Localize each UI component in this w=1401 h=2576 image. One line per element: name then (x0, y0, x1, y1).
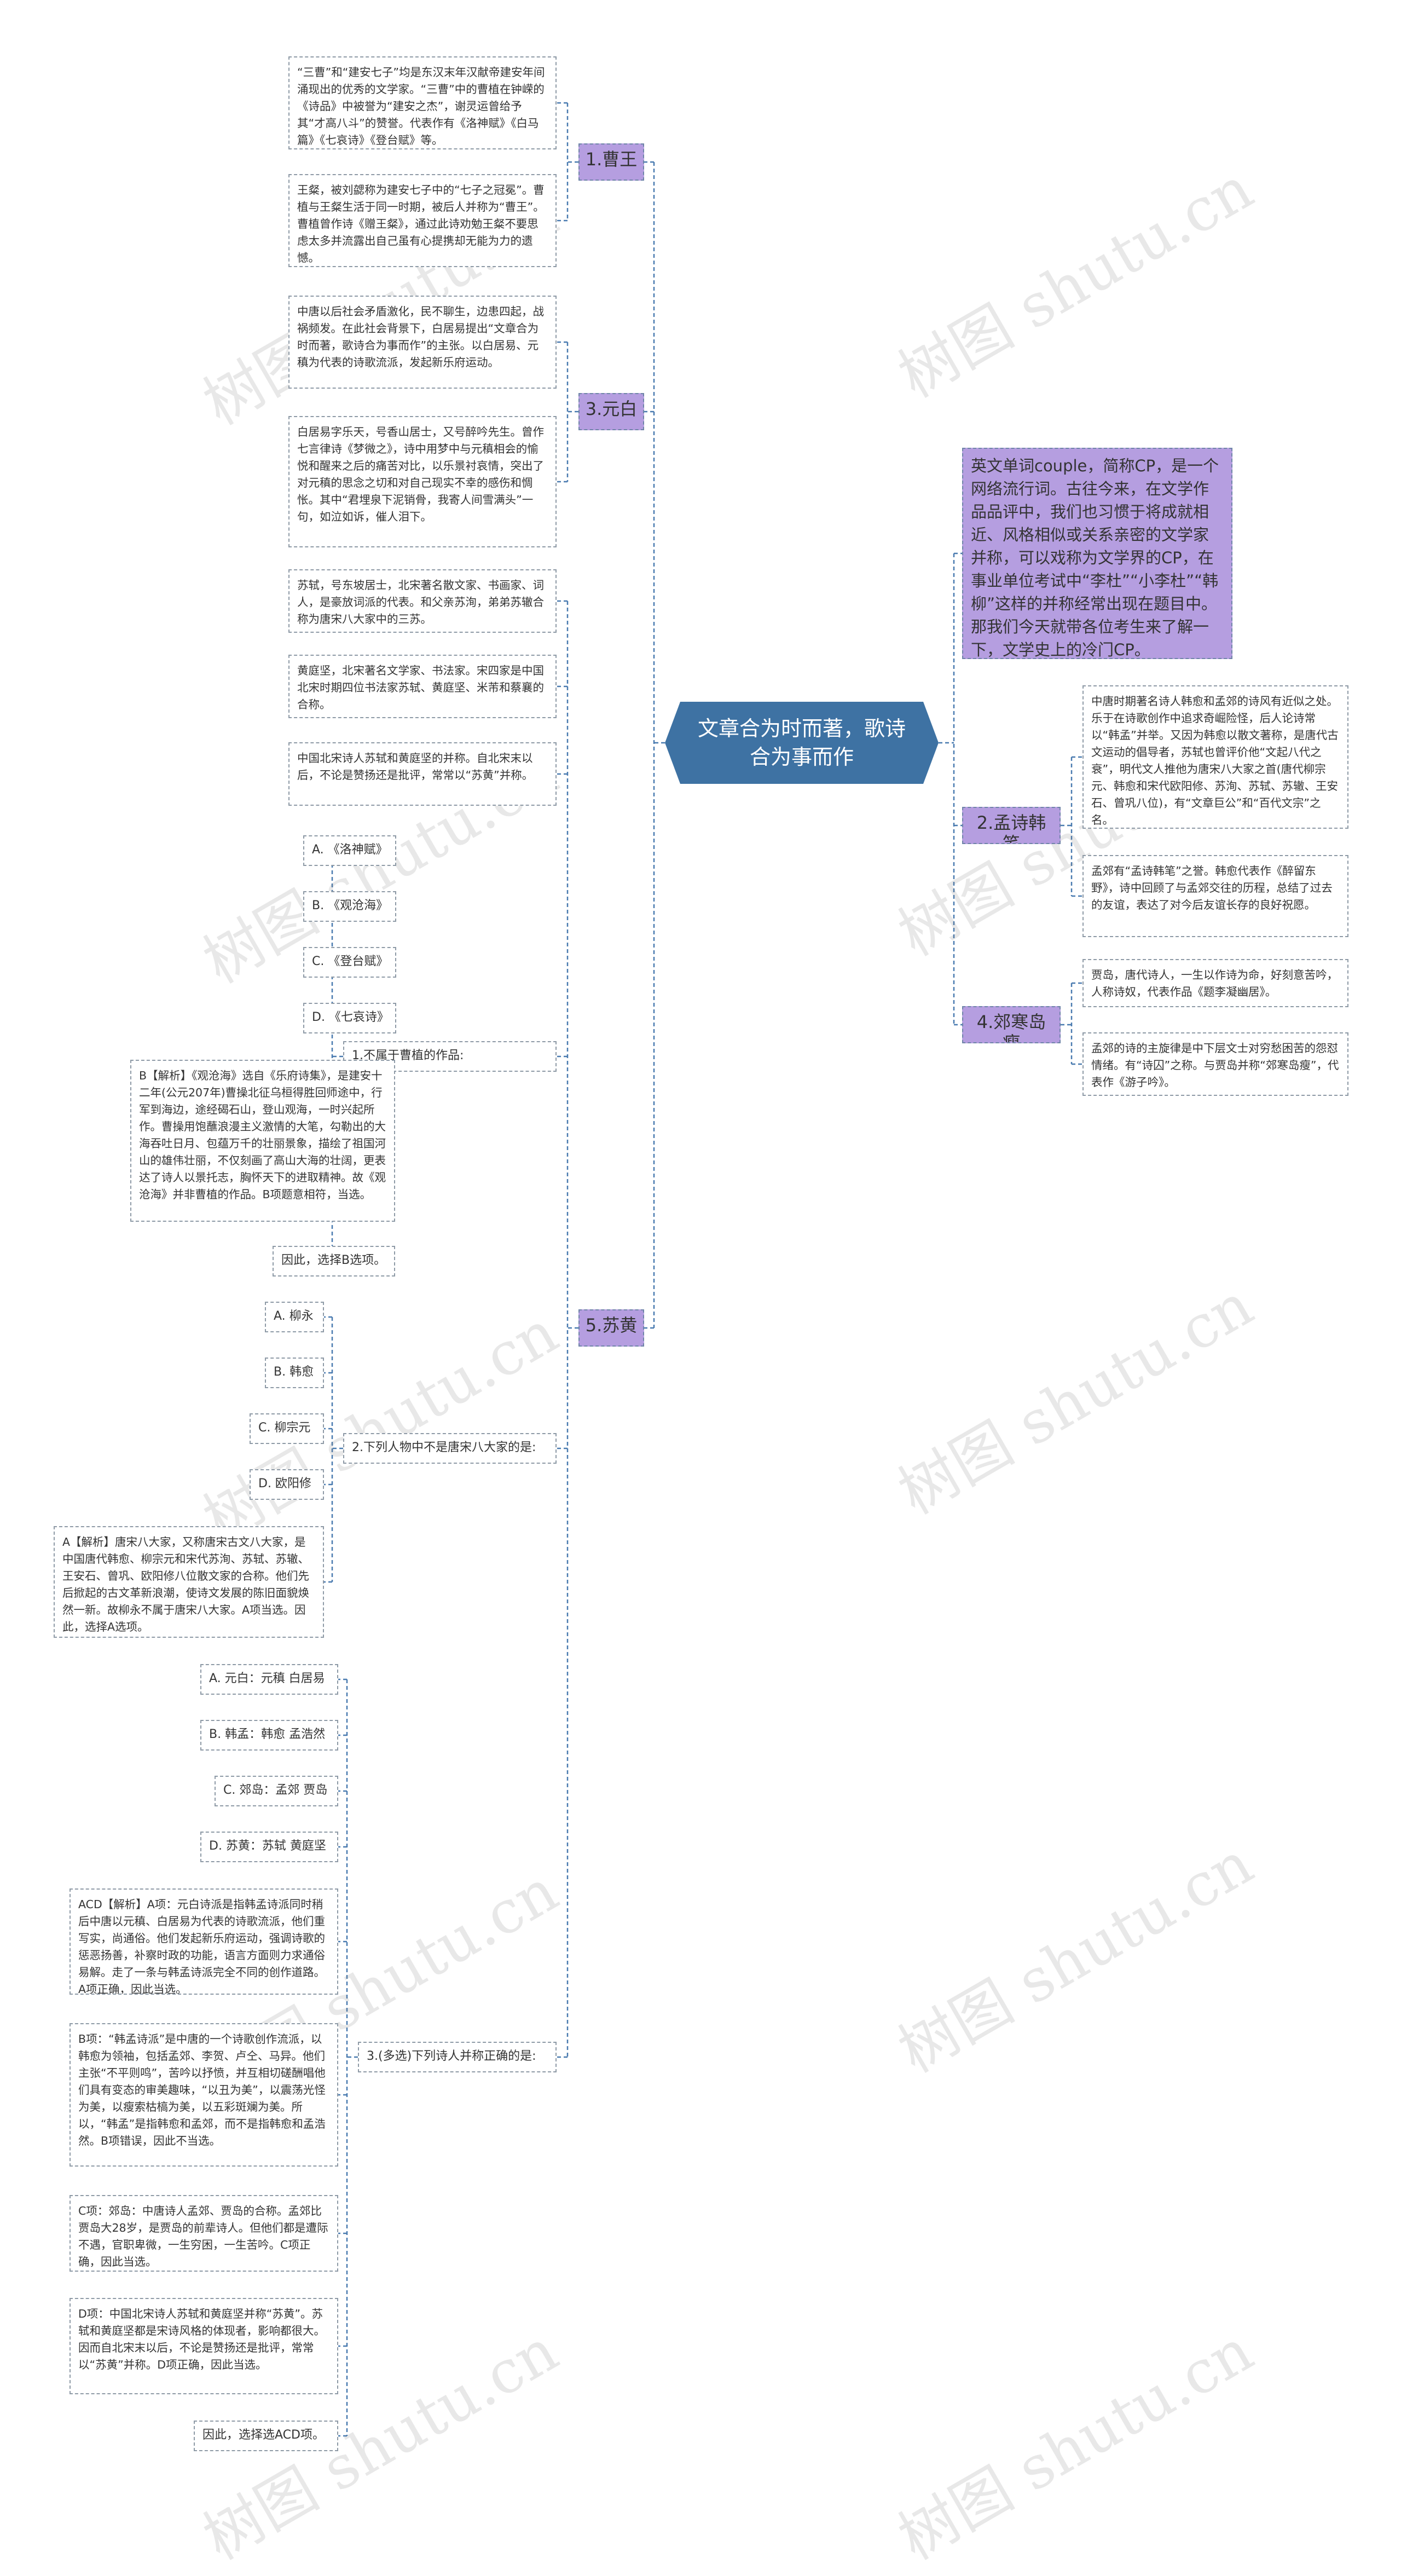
note-jiaodao-2: 孟郊的诗的主旋律是中下层文士对穷愁困苦的怨怼情绪。有“诗囚”之称。与贾岛并称“郊… (1082, 1032, 1348, 1096)
note-suhuang-3: 中国北宋诗人苏轼和黄庭坚的并称。自北宋末以后，不论是赞扬还是批评，常常以“苏黄”… (288, 742, 557, 806)
q3-option-c[interactable]: C. 郊岛：孟郊 贾岛 (215, 1776, 338, 1806)
q1-option-a[interactable]: A. 《洛神赋》 (303, 835, 396, 866)
mind-map-canvas: 树图 shutu.cn 树图 shutu.cn 树图 shutu.cn 树图 s… (54, 56, 1348, 2573)
branch-jiaodao[interactable]: 4.郊寒岛瘦 (962, 1006, 1061, 1043)
note-caowang-1: “三曹”和“建安七子”均是东汉末年汉献帝建安年间涌现出的优秀的文学家。“三曹”中… (288, 56, 557, 149)
q3-analysis-a: ACD【解析】A项：元白诗派是指韩孟诗派同时稍后中唐以元稹、白居易为代表的诗歌流… (70, 1888, 338, 1995)
q2-option-b[interactable]: B. 韩愈 (265, 1358, 324, 1388)
q3-analysis-d: D项：中国北宋诗人苏轼和黄庭坚并称“苏黄”。苏轼和黄庭坚都是宋诗风格的体现者，影… (70, 2298, 338, 2394)
q2-option-c[interactable]: C. 柳宗元 (250, 1413, 324, 1444)
q3-analysis-b: B项：“韩孟诗派”是中唐的一个诗歌创作流派，以韩愈为领袖，包括孟郊、李贺、卢仝、… (70, 2023, 338, 2167)
branch-caowang[interactable]: 1.曹王 (578, 143, 644, 181)
intro-node[interactable]: 英文单词couple，简称CP，是一个网络流行词。古往今来，在文学作品品评中，我… (962, 448, 1232, 659)
note-caowang-2: 王粲，被刘勰称为建安七子中的“七子之冠冕”。曹植与王粲生活于同一时期，被后人并称… (288, 174, 557, 267)
note-suhuang-2: 黄庭坚，北宋著名文学家、书法家。宋四家是中国北宋时期四位书法家苏轼、黄庭坚、米芾… (288, 655, 557, 718)
note-jiaodao-1: 贾岛，唐代诗人，一生以作诗为命，好刻意苦吟，人称诗奴，代表作品《题李凝幽居》。 (1082, 959, 1348, 1007)
note-mengshi-1: 中唐时期著名诗人韩愈和孟郊的诗风有近似之处。乐于在诗歌创作中追求奇崛险怪，后人论… (1082, 685, 1348, 829)
q1-conclusion: 因此，选择B选项。 (273, 1246, 395, 1277)
q3-option-a[interactable]: A. 元白：元稹 白居易 (200, 1664, 338, 1695)
center-node-shape (665, 702, 939, 784)
q3-option-d[interactable]: D. 苏黄：苏轼 黄庭坚 (200, 1832, 338, 1862)
note-yuanbai-2: 白居易字乐天，号香山居士，又号醉吟先生。曾作七言律诗《梦微之》，诗中用梦中与元稹… (288, 416, 557, 547)
question-3[interactable]: 3.(多选)下列诗人并称正确的是: (358, 2042, 557, 2072)
question-2[interactable]: 2.下列人物中不是唐宋八大家的是: (343, 1433, 557, 1464)
q2-option-d[interactable]: D. 欧阳修 (250, 1469, 324, 1500)
q1-option-b[interactable]: B. 《观沧海》 (303, 891, 396, 922)
q3-analysis-c: C项：郊岛：中唐诗人孟郊、贾岛的合称。孟郊比贾岛大28岁，是贾岛的前辈诗人。但他… (70, 2195, 338, 2272)
q2-option-a[interactable]: A. 柳永 (265, 1302, 324, 1332)
branch-suhuang[interactable]: 5.苏黄 (578, 1309, 644, 1347)
note-suhuang-1: 苏轼，号东坡居士，北宋著名散文家、书画家、词人，是豪放词派的代表。和父亲苏洵，弟… (288, 569, 557, 633)
branch-yuanbai[interactable]: 3.元白 (578, 393, 644, 430)
note-mengshi-2: 孟郊有“孟诗韩笔”之誉。韩愈代表作《醉留东野》，诗中回顾了与孟郊交往的历程，总结… (1082, 855, 1348, 937)
q3-conclusion: 因此，选择选ACD项。 (194, 2421, 338, 2451)
note-yuanbai-1: 中唐以后社会矛盾激化，民不聊生，边患四起，战祸频发。在此社会背景下，白居易提出“… (288, 296, 557, 389)
q1-analysis: B【解析】《观沧海》选自《乐府诗集》，是建安十二年(公元207年)曹操北征乌桓得… (130, 1060, 395, 1222)
center-node[interactable]: 文章合为时而著，歌诗合为事而作 (697, 717, 906, 769)
branch-mengshi[interactable]: 2.孟诗韩笔 (962, 807, 1061, 844)
q2-analysis: A【解析】唐宋八大家，又称唐宋古文八大家，是中国唐代韩愈、柳宗元和宋代苏洵、苏轼… (54, 1526, 324, 1638)
q1-option-d[interactable]: D. 《七哀诗》 (303, 1003, 396, 1033)
q3-option-b[interactable]: B. 韩孟：韩愈 孟浩然 (200, 1720, 338, 1751)
q1-option-c[interactable]: C. 《登台赋》 (303, 947, 396, 978)
